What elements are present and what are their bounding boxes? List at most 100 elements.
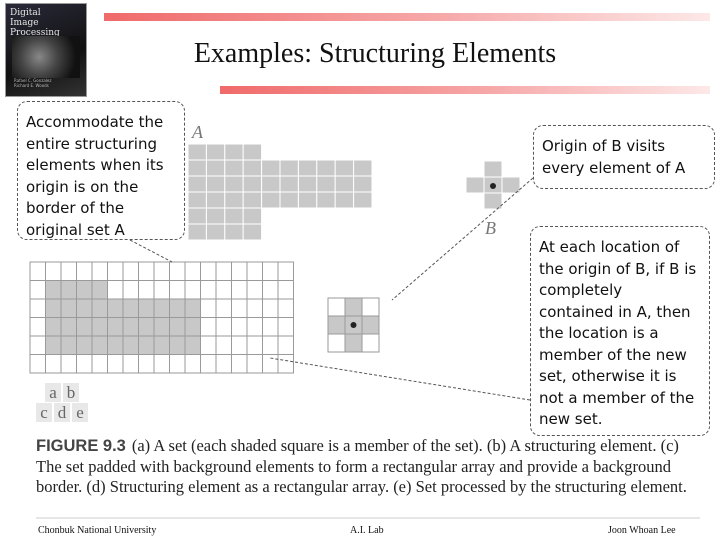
padded-cell [29, 317, 46, 337]
se-b-cell [501, 176, 521, 194]
padded-cell [262, 317, 279, 337]
book-cover: Digital Image Processing Rafael C. Gonza… [5, 3, 87, 97]
padded-cell [184, 261, 201, 281]
set-a-cell [261, 159, 281, 177]
slide-title: Examples: Structuring Elements [193, 38, 557, 69]
leader-top-right [391, 177, 534, 301]
set-a-cell [297, 191, 318, 209]
callout-bottom-right-text: At each location of the origin of B, if … [539, 238, 697, 428]
callout-left-text: Accommodate the entire structuring eleme… [26, 113, 164, 239]
set-a-cell [187, 143, 207, 161]
padded-cell [107, 317, 124, 337]
structuring-element-b [465, 160, 521, 210]
set-a-grid [187, 143, 373, 241]
padded-cell [231, 335, 248, 355]
padded-cell [107, 354, 124, 374]
set-a-cell [316, 175, 336, 193]
padded-cell [246, 298, 263, 318]
padded-cell [29, 335, 46, 355]
padded-cell [122, 335, 139, 355]
set-a-cell [316, 191, 336, 209]
set-a-cell [334, 159, 355, 177]
padded-cell [45, 298, 62, 318]
padded-cell [169, 261, 186, 281]
padded-cell [76, 335, 93, 355]
se-array-cell [344, 333, 363, 353]
padded-cell [200, 335, 217, 355]
padded-cell [153, 261, 170, 281]
padded-cell [91, 298, 108, 318]
padded-cell [138, 354, 155, 374]
set-a-cell [224, 143, 244, 161]
padded-cell [277, 317, 294, 337]
set-a-cell [205, 207, 226, 225]
padded-cell [91, 280, 108, 300]
se-array-cell [361, 333, 380, 353]
padded-cell [200, 280, 217, 300]
padded-cell [184, 298, 201, 318]
se-array-cell [327, 333, 346, 353]
padded-cell [122, 280, 139, 300]
set-a-cell [334, 175, 355, 193]
padded-cell [184, 335, 201, 355]
padded-cell [215, 261, 232, 281]
padded-cell [76, 261, 93, 281]
padded-cell [153, 317, 170, 337]
se-array-cell [361, 315, 380, 335]
set-a-cell [353, 175, 373, 193]
set-a-cell [334, 191, 355, 209]
padded-cell [29, 280, 46, 300]
padded-cell [60, 298, 77, 318]
set-a-cell [353, 191, 373, 209]
padded-cell [184, 354, 201, 374]
leader-bottom-right [269, 357, 531, 401]
padded-cell [169, 298, 186, 318]
label-b: B [485, 218, 496, 238]
padded-cell [200, 354, 217, 374]
set-a-cell [224, 175, 244, 193]
set-a-cell [279, 159, 299, 177]
footer-author: Joon Whoan Lee [608, 525, 676, 536]
padded-cell [277, 298, 294, 318]
set-a-cell [205, 223, 226, 241]
padded-cell [169, 280, 186, 300]
padded-cell [76, 298, 93, 318]
panel-label-b: b [63, 383, 79, 402]
padded-cell [169, 335, 186, 355]
padded-cell [277, 354, 294, 374]
padded-cell [231, 298, 248, 318]
set-a-cell [187, 175, 207, 193]
padded-cell [60, 280, 77, 300]
padded-cell [60, 354, 77, 374]
padded-cell [138, 298, 155, 318]
footer-university: Chonbuk National University [38, 525, 157, 536]
padded-cell [60, 317, 77, 337]
padded-cell [138, 261, 155, 281]
padded-cell [107, 261, 124, 281]
padded-cell [153, 335, 170, 355]
set-a-cell [242, 191, 263, 209]
callout-leaders [129, 177, 534, 401]
padded-cell [231, 280, 248, 300]
padded-cell [122, 261, 139, 281]
set-a-cell [187, 191, 207, 209]
se-b-cell [483, 192, 503, 210]
padded-cell [29, 354, 46, 374]
padded-cell [91, 335, 108, 355]
set-a-cell [205, 159, 226, 177]
callout-top-right: Origin of B visits every element of A [533, 125, 715, 189]
padded-cell [215, 280, 232, 300]
top-accent-bar [104, 13, 710, 21]
set-a-cell [353, 159, 373, 177]
set-a-cell [224, 159, 244, 177]
set-a-cell [224, 207, 244, 225]
set-a-cell [224, 223, 244, 241]
padded-cell [200, 298, 217, 318]
padded-cell [246, 354, 263, 374]
padded-cell [76, 354, 93, 374]
set-a-cell [297, 175, 318, 193]
bottom-accent-bar [220, 86, 710, 94]
padded-cell [122, 354, 139, 374]
